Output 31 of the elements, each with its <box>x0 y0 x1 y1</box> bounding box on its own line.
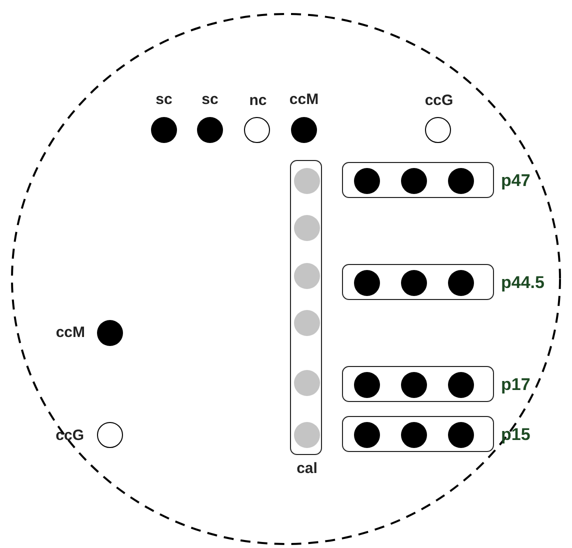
dot-label: nc <box>248 92 268 110</box>
calibration-dot <box>294 168 320 194</box>
dot-label: ccM <box>56 324 85 342</box>
calibration-dot <box>294 215 320 241</box>
calibration-dot <box>294 263 320 289</box>
row-label: p44.5 <box>501 274 544 292</box>
filled-dot <box>354 372 380 398</box>
dot-label: sc <box>154 91 174 109</box>
filled-dot <box>448 168 474 194</box>
row-label: p17 <box>501 376 530 394</box>
filled-dot <box>401 422 427 448</box>
calibration-dot <box>294 370 320 396</box>
dot-label: sc <box>200 91 220 109</box>
calibration-dot <box>294 422 320 448</box>
dot-label: ccM <box>288 91 320 109</box>
dot-label: ccG <box>56 427 84 445</box>
filled-dot <box>401 168 427 194</box>
row-label: p47 <box>501 172 530 190</box>
filled-dot <box>401 372 427 398</box>
filled-dot <box>448 422 474 448</box>
filled-dot <box>354 168 380 194</box>
calibration-dot <box>294 310 320 336</box>
filled-dot <box>401 270 427 296</box>
filled-dot <box>448 372 474 398</box>
filled-dot <box>354 422 380 448</box>
strip-label: cal <box>296 460 318 478</box>
filled-dot <box>448 270 474 296</box>
filled-dot <box>354 270 380 296</box>
dot-label: ccG <box>424 92 454 110</box>
row-label: p15 <box>501 426 530 444</box>
dashed-circle-outline <box>10 12 562 546</box>
